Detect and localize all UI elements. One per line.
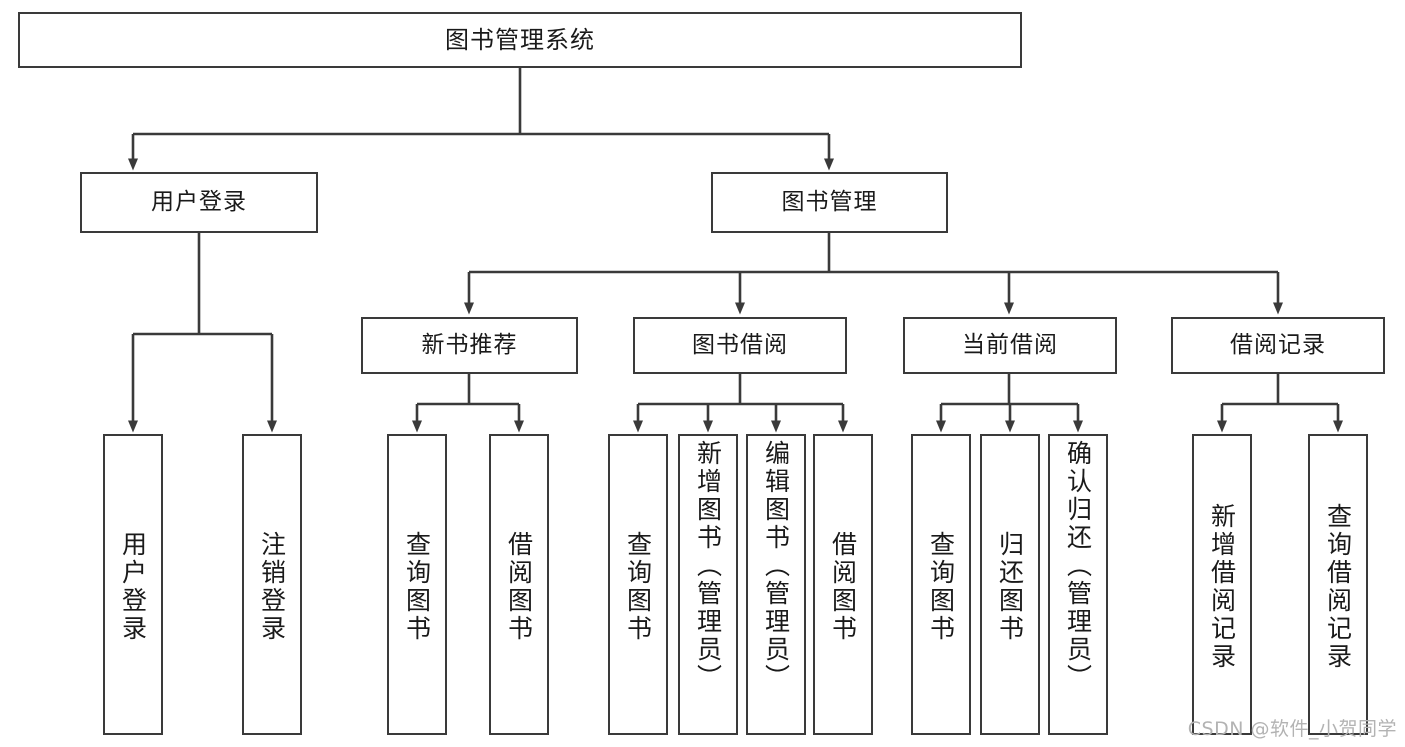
node-label: 查询图书 bbox=[623, 530, 653, 643]
node-label: 图书管理 bbox=[781, 188, 878, 215]
node-label: 注销登录 bbox=[257, 530, 287, 643]
node-book-manage[interactable]: 图书管理 bbox=[711, 172, 948, 233]
node-label: 新增图书（管理员） bbox=[693, 440, 723, 692]
node-label: 借阅图书 bbox=[504, 530, 534, 643]
node-borrow-record[interactable]: 借阅记录 bbox=[1171, 317, 1385, 374]
node-leaf-user-login[interactable]: 用户登录 bbox=[103, 434, 163, 735]
watermark-text: CSDN @软件_小贺同学 bbox=[1187, 718, 1397, 740]
node-label: 新书推荐 bbox=[421, 331, 518, 358]
node-new-book-recommend[interactable]: 新书推荐 bbox=[361, 317, 578, 374]
node-leaf-query-book-1[interactable]: 查询图书 bbox=[387, 434, 447, 735]
node-label: 查询图书 bbox=[402, 530, 432, 643]
node-leaf-user-logout[interactable]: 注销登录 bbox=[242, 434, 302, 735]
node-label: 用户登录 bbox=[151, 188, 247, 215]
node-user-login[interactable]: 用户登录 bbox=[80, 172, 318, 233]
node-leaf-edit-book[interactable]: 编辑图书（管理员） bbox=[746, 434, 806, 735]
node-leaf-add-record[interactable]: 新增借阅记录 bbox=[1192, 434, 1252, 735]
node-leaf-query-record[interactable]: 查询借阅记录 bbox=[1308, 434, 1368, 735]
node-leaf-borrow-book-2[interactable]: 借阅图书 bbox=[813, 434, 873, 735]
node-label: 确认归还（管理员） bbox=[1063, 440, 1093, 692]
node-leaf-return-book[interactable]: 归还图书 bbox=[980, 434, 1040, 735]
node-leaf-query-book-2[interactable]: 查询图书 bbox=[608, 434, 668, 735]
node-leaf-borrow-book-1[interactable]: 借阅图书 bbox=[489, 434, 549, 735]
node-label: 归还图书 bbox=[995, 530, 1025, 643]
node-label: 查询图书 bbox=[926, 530, 956, 643]
node-label: 当前借阅 bbox=[962, 331, 1058, 358]
node-root-system[interactable]: 图书管理系统 bbox=[18, 12, 1022, 68]
node-book-borrow[interactable]: 图书借阅 bbox=[633, 317, 847, 374]
node-current-borrow[interactable]: 当前借阅 bbox=[903, 317, 1117, 374]
node-leaf-add-book[interactable]: 新增图书（管理员） bbox=[678, 434, 738, 735]
node-leaf-confirm-return[interactable]: 确认归还（管理员） bbox=[1048, 434, 1108, 735]
node-label: 用户登录 bbox=[118, 530, 148, 643]
node-label: 图书借阅 bbox=[692, 331, 788, 358]
node-label: 借阅图书 bbox=[828, 530, 858, 643]
node-label: 编辑图书（管理员） bbox=[761, 440, 791, 692]
node-leaf-query-book-3[interactable]: 查询图书 bbox=[911, 434, 971, 735]
node-label: 借阅记录 bbox=[1230, 331, 1326, 358]
node-label: 图书管理系统 bbox=[445, 25, 595, 54]
node-label: 查询借阅记录 bbox=[1323, 502, 1353, 671]
node-label: 新增借阅记录 bbox=[1207, 502, 1237, 671]
